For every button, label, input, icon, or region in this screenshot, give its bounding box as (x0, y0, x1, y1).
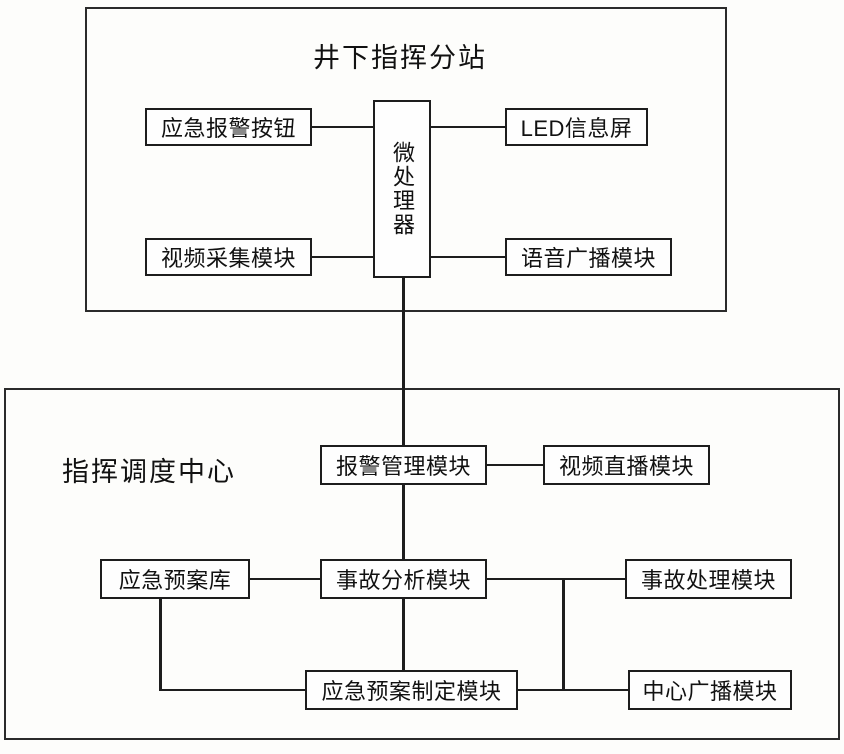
node-center-broadcast-module[interactable]: 中心广播模块 (628, 670, 792, 710)
node-video-capture-module[interactable]: 视频采集模块 (145, 238, 312, 276)
node-alarm-management-module[interactable]: 报警管理模块 (320, 445, 487, 485)
wire-microprocessor-to-alarm-management (402, 277, 405, 445)
wire-right-branch-junction (562, 578, 565, 691)
wire-video-capture-to-microprocessor (312, 256, 374, 258)
wire-plan-making-to-center-broadcast (518, 689, 628, 691)
node-accident-analysis-module[interactable]: 事故分析模块 (320, 559, 487, 599)
wire-plan-library-drop (159, 599, 162, 690)
section-frame-command-dispatch-center (4, 388, 840, 740)
wire-microprocessor-to-led-screen (431, 126, 505, 128)
wire-alarm-management-to-video-live (487, 464, 543, 466)
node-emergency-alarm-button[interactable]: 应急报警按钮 (145, 108, 312, 146)
wire-plan-library-to-plan-making (159, 689, 305, 691)
wire-alarm-button-to-microprocessor (312, 126, 374, 128)
node-microprocessor[interactable]: 微处理器 (373, 100, 431, 278)
node-emergency-plan-making-module[interactable]: 应急预案制定模块 (305, 670, 518, 710)
wire-microprocessor-to-voice-broadcast (431, 256, 505, 258)
wire-alarm-management-to-accident-analysis (402, 485, 405, 561)
wire-plan-library-to-accident-analysis (250, 578, 322, 580)
node-led-info-screen[interactable]: LED信息屏 (505, 108, 648, 146)
wire-accident-analysis-to-accident-handling (487, 578, 625, 580)
node-video-live-module[interactable]: 视频直播模块 (543, 445, 710, 485)
section-caption-underground-station: 井下指挥分站 (313, 43, 487, 73)
node-voice-broadcast-module[interactable]: 语音广播模块 (505, 238, 672, 276)
wire-accident-analysis-to-plan-making (402, 599, 405, 671)
node-accident-handling-module[interactable]: 事故处理模块 (625, 559, 792, 599)
node-emergency-plan-library[interactable]: 应急预案库 (100, 559, 250, 599)
section-caption-command-dispatch-center: 指挥调度中心 (62, 457, 236, 487)
section-frame-underground-station (85, 7, 727, 312)
